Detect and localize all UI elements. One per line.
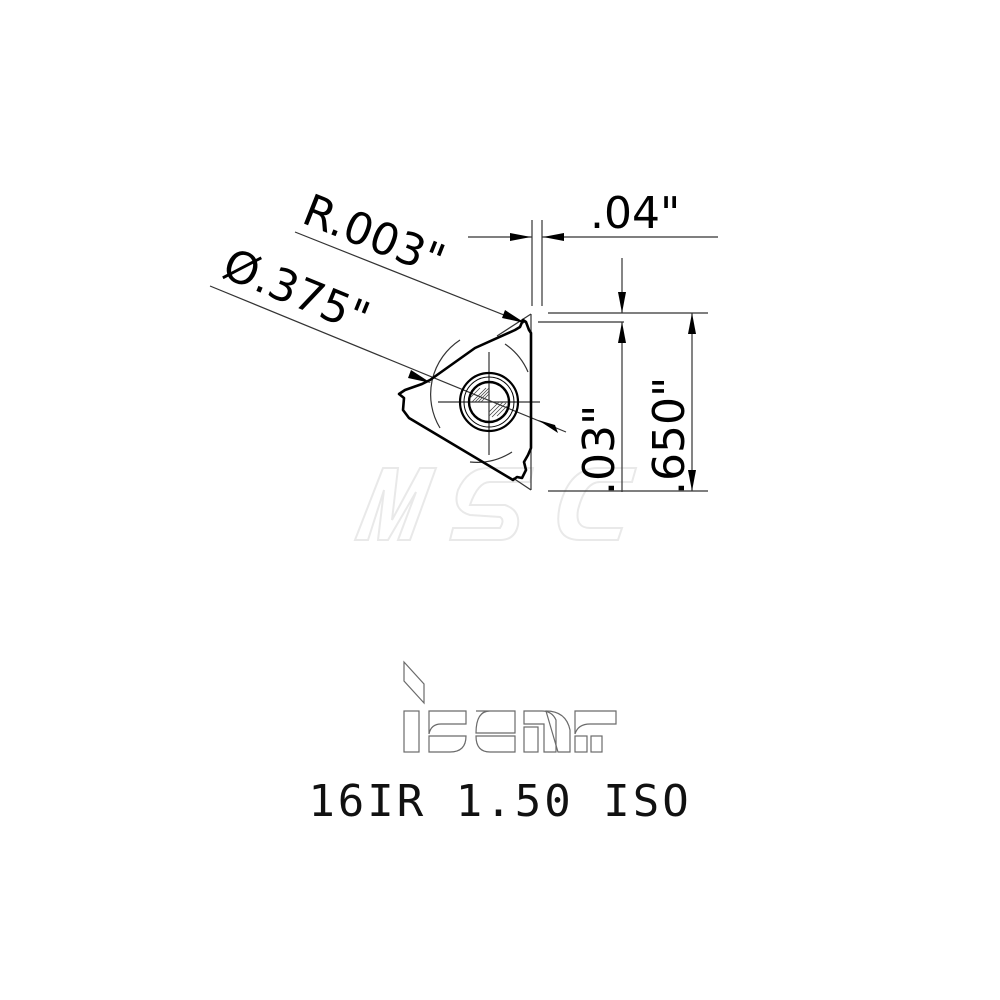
bore-hatching xyxy=(469,387,508,418)
dim-height: .650" xyxy=(644,377,695,495)
part-code: 16IR 1.50 ISO xyxy=(308,776,692,827)
arrowheads xyxy=(408,233,696,491)
dimension-lines xyxy=(209,220,718,492)
dim-corner-radius: R.003" xyxy=(296,185,452,287)
iscar-logo xyxy=(403,660,617,753)
dim-tip-width: .04" xyxy=(590,188,680,239)
dim-tip-offset: .03" xyxy=(574,405,625,495)
watermark-msc xyxy=(353,467,638,541)
insert-outline xyxy=(397,318,533,482)
